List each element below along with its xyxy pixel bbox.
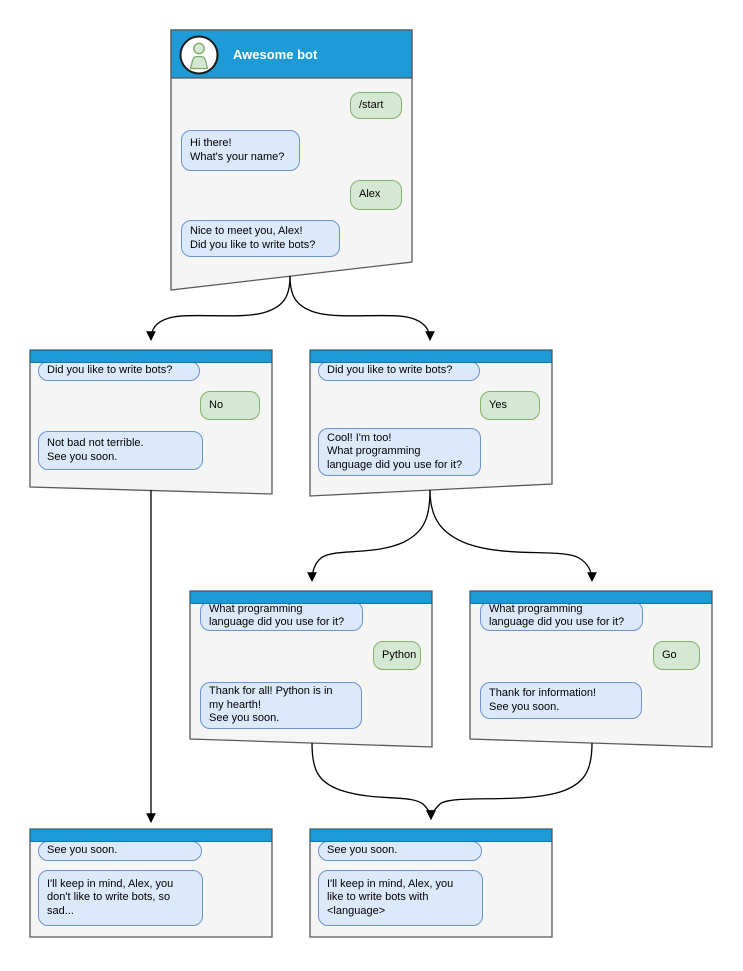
bot-message-bubble: What programming language did you use fo… (200, 601, 363, 631)
arrow-main-to-yes (289, 275, 435, 341)
header-strip-end-no (30, 829, 272, 842)
arrow-yes-to-python (307, 489, 431, 582)
bot-message-bubble: Hi there! What's your name? (181, 130, 300, 171)
header-strip-branch-yes (310, 350, 552, 363)
header-strip-branch-go (470, 591, 712, 604)
user-message-bubble: Go (653, 641, 700, 670)
bot-message-bubble: See you soon. (318, 841, 482, 861)
user-message-bubble: Yes (480, 391, 540, 420)
bot-message-bubble: Did you like to write bots? (318, 361, 480, 381)
bot-message-bubble: What programming language did you use fo… (480, 601, 643, 631)
main-window-title: Awesome bot (233, 46, 318, 62)
arrow-yes-to-go (429, 489, 597, 582)
header-strip-end-yes (310, 829, 552, 842)
user-message-bubble: /start (350, 92, 402, 119)
bot-message-bubble: Not bad not terrible. See you soon. (38, 431, 203, 470)
user-message-bubble: Alex (350, 180, 402, 210)
bot-message-bubble: Cool! I'm too! What programming language… (318, 428, 481, 476)
bot-message-bubble: Thank for all! Python is in my hearth! S… (200, 682, 362, 729)
header-strip-branch-no (30, 350, 272, 363)
header-strip-branch-python (190, 591, 432, 604)
arrow-python-to-end (311, 742, 436, 820)
bot-message-bubble: Nice to meet you, Alex! Did you like to … (181, 220, 340, 257)
arrow-go-to-end (426, 742, 593, 820)
user-message-bubble: Python (373, 641, 421, 670)
arrow-main-to-no (146, 275, 291, 341)
bot-message-bubble: I'll keep in mind, Alex, you like to wri… (318, 870, 483, 926)
bot-message-bubble: I'll keep in mind, Alex, you don't like … (38, 870, 203, 926)
bot-message-bubble: See you soon. (38, 841, 202, 861)
bot-avatar (179, 35, 219, 75)
bot-message-bubble: Did you like to write bots? (38, 361, 200, 381)
bot-message-bubble: Thank for information! See you soon. (480, 682, 642, 719)
user-message-bubble: No (200, 391, 260, 420)
person-icon (189, 42, 209, 70)
